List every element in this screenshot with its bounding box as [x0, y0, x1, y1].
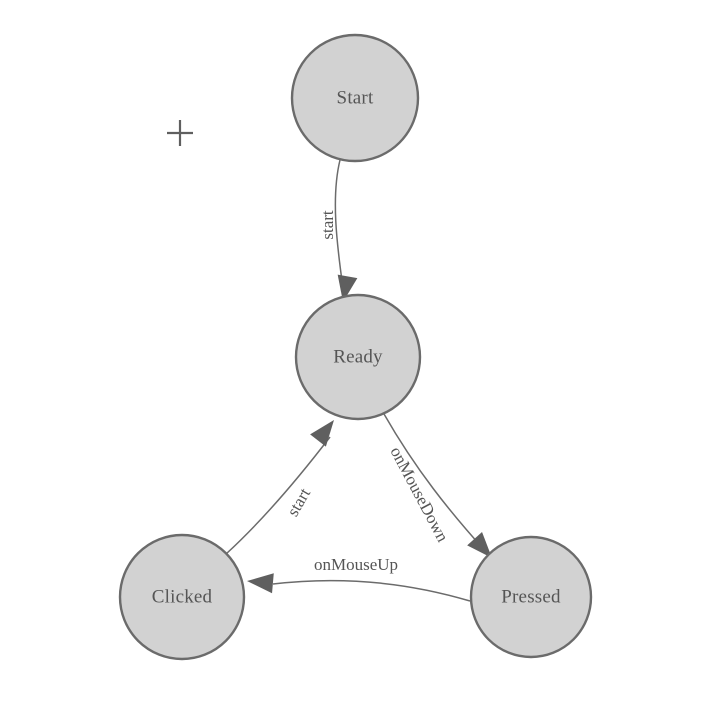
arrowheads-layer	[247, 274, 492, 594]
state-node-start-label: Start	[337, 87, 374, 108]
state-node-ready-label: Ready	[333, 346, 383, 367]
state-node-clicked-circle[interactable]	[118, 533, 246, 661]
arrow-into-pressed-icon	[467, 531, 492, 558]
edges-layer	[225, 159, 488, 602]
state-node-ready-circle[interactable]	[294, 293, 422, 421]
state-node-ready[interactable]: Ready	[294, 293, 422, 421]
arrow-into-ready-bottom-icon	[310, 420, 334, 447]
plus-crosshair-icon	[167, 120, 193, 146]
edge-clicked-to-ready[interactable]	[225, 436, 331, 555]
state-node-clicked-label: Clicked	[152, 586, 213, 607]
edge-label-start-to-ready: start	[318, 210, 337, 240]
edge-start-to-ready[interactable]	[334, 159, 343, 282]
state-node-pressed-circle[interactable]	[469, 535, 593, 659]
arrow-into-ready-top-icon	[337, 274, 358, 302]
edge-ready-to-pressed[interactable]	[383, 413, 488, 554]
state-node-clicked[interactable]: Clicked	[118, 533, 246, 661]
state-node-start[interactable]: Start	[290, 33, 420, 163]
edge-label-ready-to-pressed: onMouseDown	[386, 444, 452, 546]
state-node-start-circle[interactable]	[290, 33, 420, 163]
state-node-pressed[interactable]: Pressed	[469, 535, 593, 659]
arrow-into-clicked-icon	[247, 573, 274, 594]
edge-label-pressed-to-clicked: onMouseUp	[314, 555, 398, 574]
edge-pressed-to-clicked[interactable]	[272, 579, 471, 602]
state-node-pressed-label: Pressed	[501, 586, 561, 607]
nodes-layer: Start Ready Clicked Pressed	[118, 33, 593, 661]
